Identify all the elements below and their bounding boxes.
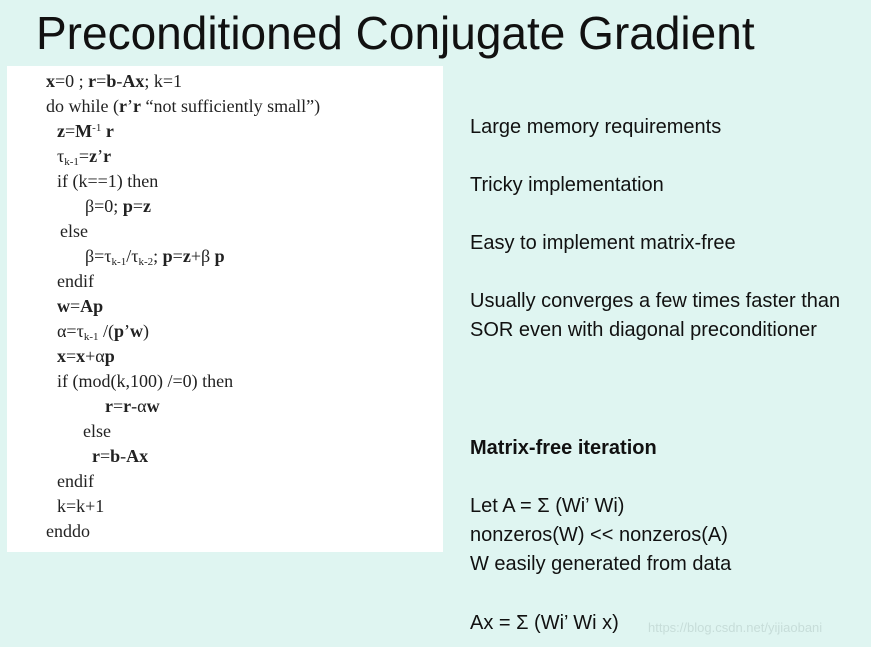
code-line-9: endif	[57, 271, 94, 291]
code-line-17: endif	[57, 471, 94, 491]
matrix-line-3: W easily generated from data	[470, 553, 732, 575]
bullet-converges: Usually converges a few times faster tha…	[470, 290, 841, 312]
watermark: https://blog.csdn.net/yijiaobani	[648, 620, 823, 635]
bullet-matrix-free: Easy to implement matrix-free	[470, 232, 736, 254]
code-line-15: else	[83, 421, 111, 441]
code-line-18: k=k+1	[57, 496, 105, 516]
code-line-2: do while (r’r “not sufficiently small”)	[46, 96, 321, 116]
code-line-12: x=x+αp	[57, 346, 115, 366]
bullet-converges-continued: SOR even with diagonal preconditioner	[470, 319, 817, 341]
code-line-7: else	[60, 221, 88, 241]
bullet-memory: Large memory requirements	[470, 116, 722, 138]
code-line-8: β=τk-1/τk-2; p=z+β p	[85, 246, 225, 268]
code-line-10: w=Ap	[57, 296, 104, 316]
matrix-line-4: Ax = Σ (Wi’ Wi x)	[470, 612, 619, 634]
matrix-line-1: Let A = Σ (Wi’ Wi)	[470, 495, 625, 517]
code-line-5: if (k==1) then	[57, 171, 159, 191]
code-line-11: α=τk-1 /(p’w)	[57, 321, 150, 343]
code-line-4: τk-1=z’r	[57, 146, 112, 168]
code-line-3: z=M-1 r	[57, 121, 114, 141]
code-line-1: x=0 ; r=b-Ax; k=1	[46, 71, 182, 91]
code-line-14: r=r-αw	[105, 396, 160, 416]
matrix-line-2: nonzeros(W) << nonzeros(A)	[470, 524, 728, 546]
code-line-19: enddo	[46, 521, 90, 541]
code-line-13: if (mod(k,100) /=0) then	[57, 371, 234, 391]
code-line-6: β=0; p=z	[85, 196, 151, 216]
bullet-implementation: Tricky implementation	[470, 174, 664, 196]
code-line-16: r=b-Ax	[92, 446, 149, 466]
section-heading: Matrix-free iteration	[470, 437, 657, 459]
slide-title: Preconditioned Conjugate Gradient	[36, 7, 755, 59]
code-panel: x=0 ; r=b-Ax; k=1 do while (r’r “not suf…	[7, 66, 443, 552]
